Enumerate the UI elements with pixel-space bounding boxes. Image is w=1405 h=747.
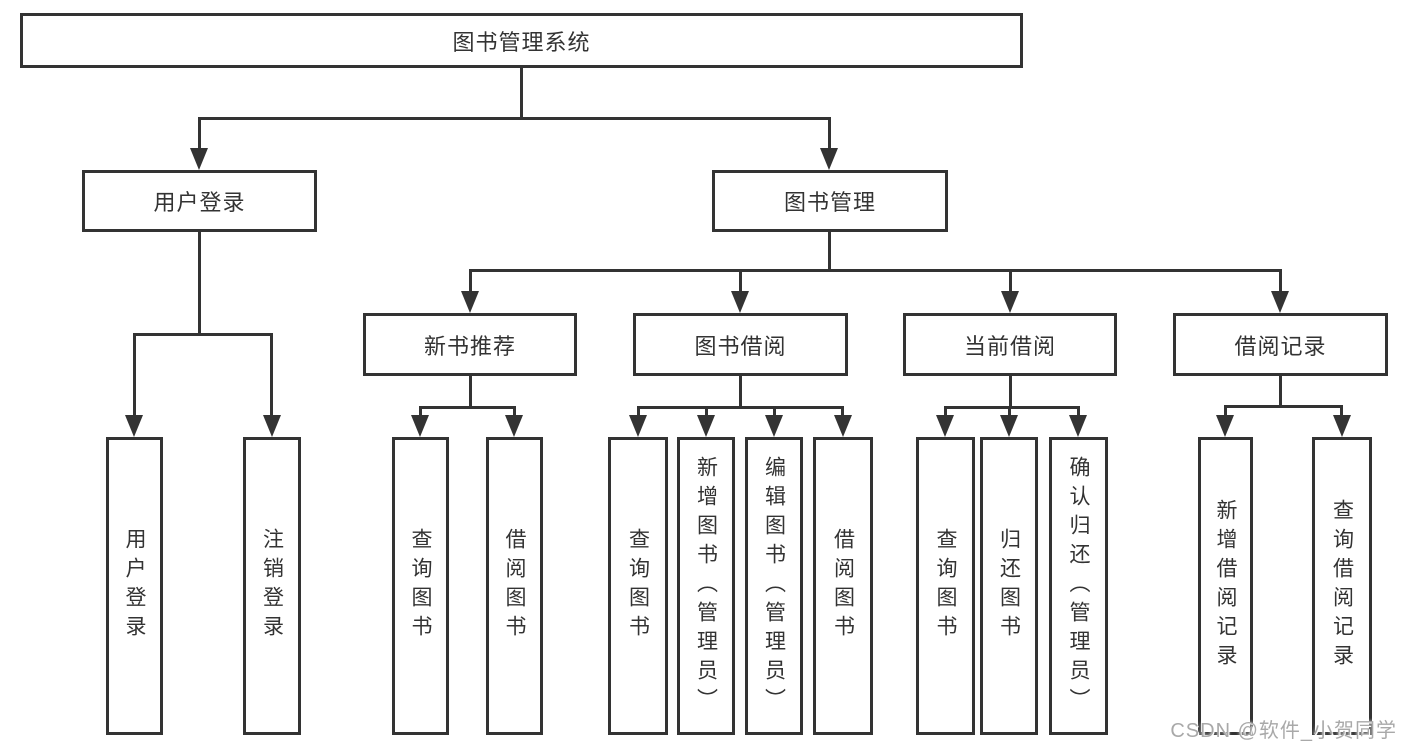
connector-line <box>773 406 776 418</box>
node-library-management-system: 图书管理系统 <box>20 13 1023 68</box>
leaf-bb-query-books-label: 查询图书 <box>626 528 650 644</box>
leaf-br-add-record-label: 新增借阅记录 <box>1214 499 1237 673</box>
connector-line <box>419 406 422 418</box>
leaf-nb-borrow-books: 借阅图书 <box>486 437 543 735</box>
arrowhead-down-icon <box>125 415 143 437</box>
node-user-login-label: 用户登录 <box>153 190 246 215</box>
arrowhead-down-icon <box>1271 291 1289 313</box>
leaf-user-login-label: 用户登录 <box>123 528 146 644</box>
connector-line <box>133 333 136 417</box>
leaf-br-add-record: 新增借阅记录 <box>1198 437 1253 735</box>
node-book-borrowing-label: 图书借阅 <box>694 333 787 359</box>
arrowhead-down-icon <box>1001 291 1019 313</box>
connector-line <box>841 406 844 418</box>
connector-line <box>1009 269 1012 295</box>
arrowhead-down-icon <box>1069 415 1087 437</box>
connector-line <box>1279 376 1282 408</box>
arrowhead-down-icon <box>1000 415 1018 437</box>
connector-line <box>520 67 523 119</box>
node-new-book-recommend: 新书推荐 <box>363 313 577 376</box>
connector-line <box>739 269 742 295</box>
arrowhead-down-icon <box>936 415 954 437</box>
connector-line <box>637 406 844 409</box>
connector-line <box>1340 405 1343 418</box>
arrowhead-down-icon <box>731 291 749 313</box>
connector-line <box>469 376 472 409</box>
leaf-br-query-record-label: 查询借阅记录 <box>1330 499 1354 673</box>
leaf-user-login: 用户登录 <box>106 437 163 735</box>
csdn-watermark: CSDN @软件_小贺同学 <box>1170 720 1397 742</box>
connector-line <box>469 269 472 295</box>
connector-line <box>133 333 272 336</box>
node-new-book-recommend-label: 新书推荐 <box>423 333 516 359</box>
node-user-login: 用户登录 <box>82 170 317 232</box>
arrowhead-down-icon <box>1216 415 1234 437</box>
leaf-br-query-record: 查询借阅记录 <box>1312 437 1372 735</box>
arrowhead-down-icon <box>461 291 479 313</box>
node-book-management-label: 图书管理 <box>783 190 876 215</box>
connector-line <box>828 232 831 272</box>
arrowhead-down-icon <box>765 415 783 437</box>
node-borrowing-records: 借阅记录 <box>1173 313 1388 376</box>
arrowhead-down-icon <box>820 148 838 170</box>
connector-line <box>469 269 1282 272</box>
node-root-label: 图书管理系统 <box>452 29 591 55</box>
leaf-cb-confirm-return-admin-label: 确认归还（管理员） <box>1067 455 1090 717</box>
connector-line <box>1009 376 1012 409</box>
leaf-nb-query-books: 查询图书 <box>392 437 449 735</box>
arrowhead-down-icon <box>190 148 208 170</box>
node-borrowing-records-label: 借阅记录 <box>1234 333 1327 359</box>
arrowhead-down-icon <box>697 415 715 437</box>
connector-line <box>739 376 742 409</box>
connector-line <box>1077 406 1080 418</box>
leaf-logout: 注销登录 <box>243 437 301 735</box>
arrowhead-down-icon <box>834 415 852 437</box>
arrowhead-down-icon <box>411 415 429 437</box>
connector-line <box>944 406 947 418</box>
connector-line <box>1279 269 1282 295</box>
leaf-logout-label: 注销登录 <box>260 528 284 644</box>
leaf-cb-confirm-return-admin: 确认归还（管理员） <box>1049 437 1108 735</box>
connector-line <box>270 333 273 417</box>
node-current-borrowing: 当前借阅 <box>903 313 1117 376</box>
leaf-cb-return-books: 归还图书 <box>980 437 1038 735</box>
arrowhead-down-icon <box>505 415 523 437</box>
leaf-bb-borrow-books-label: 借阅图书 <box>831 528 855 644</box>
connector-line <box>828 117 831 150</box>
connector-line <box>944 406 1079 409</box>
leaf-nb-borrow-books-label: 借阅图书 <box>503 528 526 644</box>
connector-line <box>1008 406 1011 418</box>
arrowhead-down-icon <box>1333 415 1351 437</box>
arrowhead-down-icon <box>629 415 647 437</box>
node-current-borrowing-label: 当前借阅 <box>963 333 1056 359</box>
leaf-cb-query-books: 查询图书 <box>916 437 975 735</box>
connector-line <box>419 406 516 409</box>
connector-line <box>198 117 831 120</box>
leaf-bb-query-books: 查询图书 <box>608 437 668 735</box>
leaf-bb-add-books-admin: 新增图书（管理员） <box>677 437 735 735</box>
leaf-bb-borrow-books: 借阅图书 <box>813 437 873 735</box>
leaf-bb-add-books-admin-label: 新增图书（管理员） <box>694 455 718 717</box>
node-book-borrowing: 图书借阅 <box>633 313 848 376</box>
connector-line <box>198 232 201 336</box>
connector-line <box>1224 405 1227 418</box>
leaf-cb-query-books-label: 查询图书 <box>934 528 957 644</box>
leaf-cb-return-books-label: 归还图书 <box>997 528 1021 644</box>
leaf-nb-query-books-label: 查询图书 <box>409 528 432 644</box>
leaf-bb-edit-books-admin-label: 编辑图书（管理员） <box>762 455 786 717</box>
node-book-management: 图书管理 <box>712 170 948 232</box>
connector-line <box>637 406 640 418</box>
leaf-bb-edit-books-admin: 编辑图书（管理员） <box>745 437 803 735</box>
connector-line <box>513 406 516 418</box>
connector-line <box>705 406 708 418</box>
connector-line <box>198 117 201 150</box>
connector-line <box>1224 405 1342 408</box>
arrowhead-down-icon <box>263 415 281 437</box>
